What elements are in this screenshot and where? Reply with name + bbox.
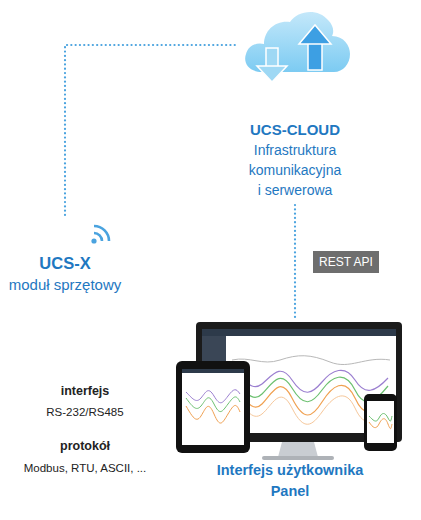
- wifi-icon: [94, 233, 102, 241]
- wifi-icon: [91, 238, 96, 243]
- node-title: UCS-CLOUD: [235, 120, 355, 140]
- chart-line: [186, 390, 240, 403]
- chart-line: [369, 414, 392, 422]
- user-interface: Interfejs użytkownika Panel: [170, 318, 410, 508]
- upload-arrow: [308, 42, 322, 70]
- api-badge: REST API: [313, 251, 379, 273]
- dotted-connector: [294, 205, 296, 318]
- chart-line: [369, 419, 392, 429]
- screen-header: [202, 329, 396, 336]
- node-title: Interfejs użytkownika Panel: [208, 460, 373, 502]
- chart-line: [186, 397, 240, 412]
- chart-line: [186, 405, 240, 423]
- cloud-service: UCS-CLOUDInfrastruktura komunikacyjna i …: [235, 0, 355, 205]
- hardware-module: UCS-Xmoduł sprzętowy: [0, 215, 130, 300]
- spec-value: RS-232/RS485: [0, 404, 170, 420]
- tablet-screen: [182, 369, 244, 445]
- chart-line: [232, 370, 388, 392]
- tablet: [176, 361, 250, 453]
- spec-heading: interfejs: [0, 383, 170, 399]
- monitor-base: [262, 456, 334, 460]
- wifi-icon: [94, 226, 109, 241]
- upload-arrow: [299, 25, 331, 44]
- chart-line: [232, 356, 390, 365]
- dotted-connector: [65, 45, 235, 215]
- cloud-icon: [245, 12, 350, 72]
- screen-header: [182, 369, 244, 373]
- download-arrow: [257, 66, 287, 82]
- monitor-stand: [278, 442, 318, 457]
- node-description: moduł sprzętowy: [0, 274, 130, 295]
- phone: [364, 394, 397, 451]
- node-title: UCS-X: [0, 253, 130, 274]
- node-description: Infrastruktura komunikacyjna i serwerowa: [246, 140, 344, 200]
- download-arrow: [266, 48, 278, 68]
- spec-value: Modbus, RTU, ASCII, ...: [0, 460, 170, 476]
- spec-heading: protokół: [0, 438, 170, 454]
- phone-screen: [367, 401, 394, 443]
